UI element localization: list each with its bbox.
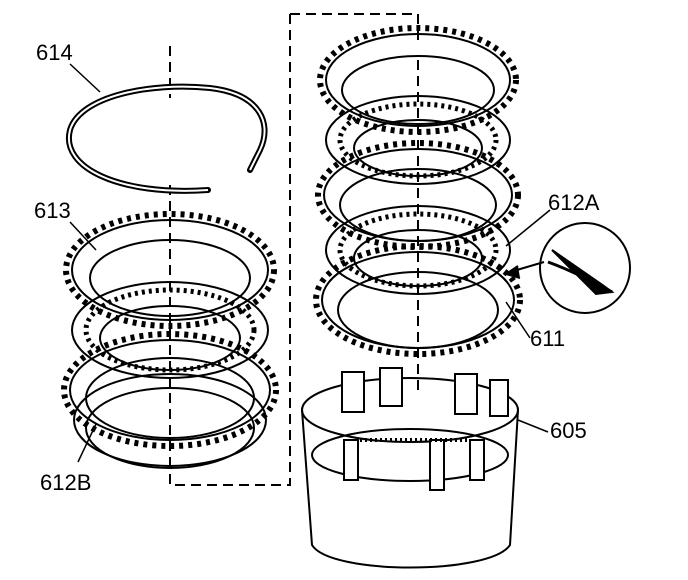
callout-612a: 612A bbox=[548, 190, 600, 215]
leader-614 bbox=[69, 63, 101, 93]
friction-plate-left-1 bbox=[71, 281, 269, 379]
callout-611: 611 bbox=[530, 326, 565, 351]
leader-613 bbox=[69, 221, 97, 251]
leader-lines bbox=[69, 63, 551, 463]
steel-plate-613-outer bbox=[71, 219, 269, 321]
drum-housing-605 bbox=[301, 367, 519, 569]
plate-right-2 bbox=[325, 95, 511, 185]
plate-right-1 bbox=[325, 33, 511, 127]
plate-612a bbox=[325, 205, 511, 295]
callout-605: 605 bbox=[550, 418, 587, 443]
friction-plate-left-2 bbox=[69, 339, 271, 441]
callout-612b: 612B bbox=[40, 470, 91, 495]
clutch-pack-right bbox=[313, 25, 523, 357]
plate-612b bbox=[73, 373, 267, 467]
snap-ring-614 bbox=[65, 83, 268, 194]
assembly-path-line bbox=[169, 13, 419, 486]
leader-605 bbox=[517, 419, 549, 433]
leader-611 bbox=[505, 301, 531, 339]
callout-614: 614 bbox=[36, 40, 73, 65]
steel-plate-613-teeth bbox=[63, 211, 277, 329]
callout-613: 613 bbox=[34, 198, 71, 223]
clutch-pack-left bbox=[61, 211, 279, 469]
leader-612a bbox=[505, 209, 551, 247]
leader-612b bbox=[77, 423, 97, 463]
detail-magnifier bbox=[503, 222, 631, 314]
